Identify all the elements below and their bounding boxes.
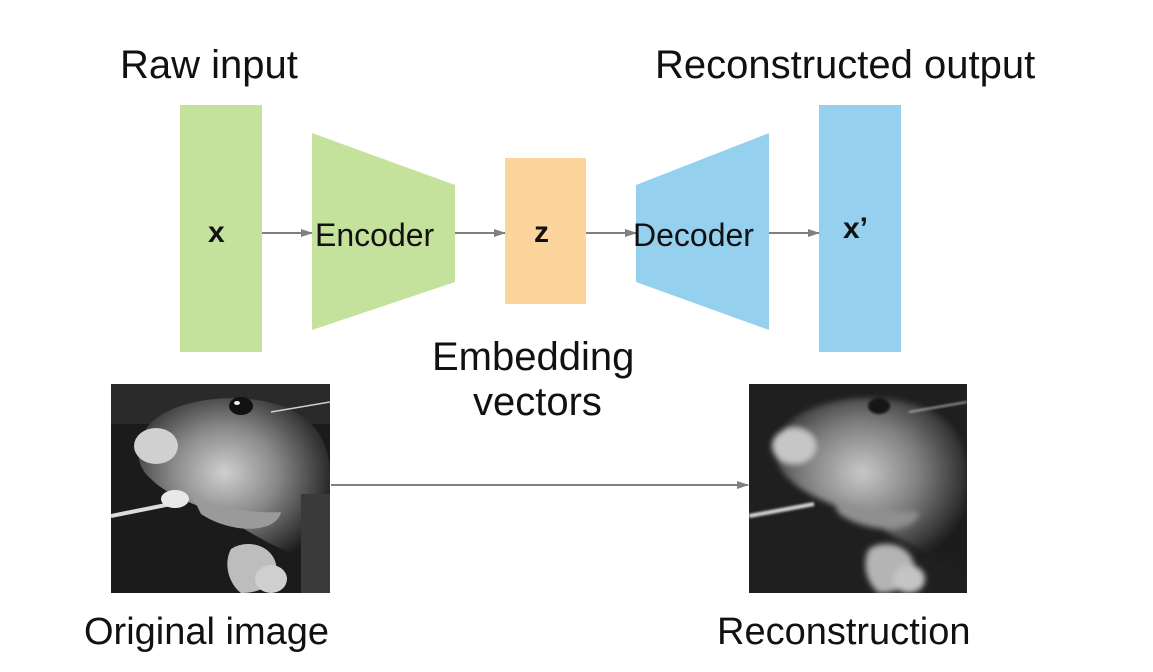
node-z-label: z [534, 216, 549, 249]
encoder-trapezoid [312, 133, 455, 330]
input-block-x [180, 105, 262, 352]
node-x-prime-label: x’ [843, 212, 869, 245]
node-x-label: x [208, 216, 225, 249]
output-block-x-prime [819, 105, 901, 352]
reconstruction-image-photo [749, 384, 967, 593]
reconstruction-caption: Reconstruction [717, 611, 971, 653]
original-image-caption: Original image [84, 611, 329, 653]
embedding-label-line2: vectors [473, 380, 602, 424]
reconstructed-output-label: Reconstructed output [655, 43, 1036, 87]
decoder-label: Decoder [633, 217, 754, 253]
embedding-label-line1: Embedding [432, 335, 635, 379]
latent-block-z [505, 158, 586, 304]
original-image-photo [111, 384, 330, 593]
decoder-trapezoid [636, 133, 769, 330]
encoder-label: Encoder [315, 217, 435, 253]
raw-input-label: Raw input [120, 43, 298, 87]
